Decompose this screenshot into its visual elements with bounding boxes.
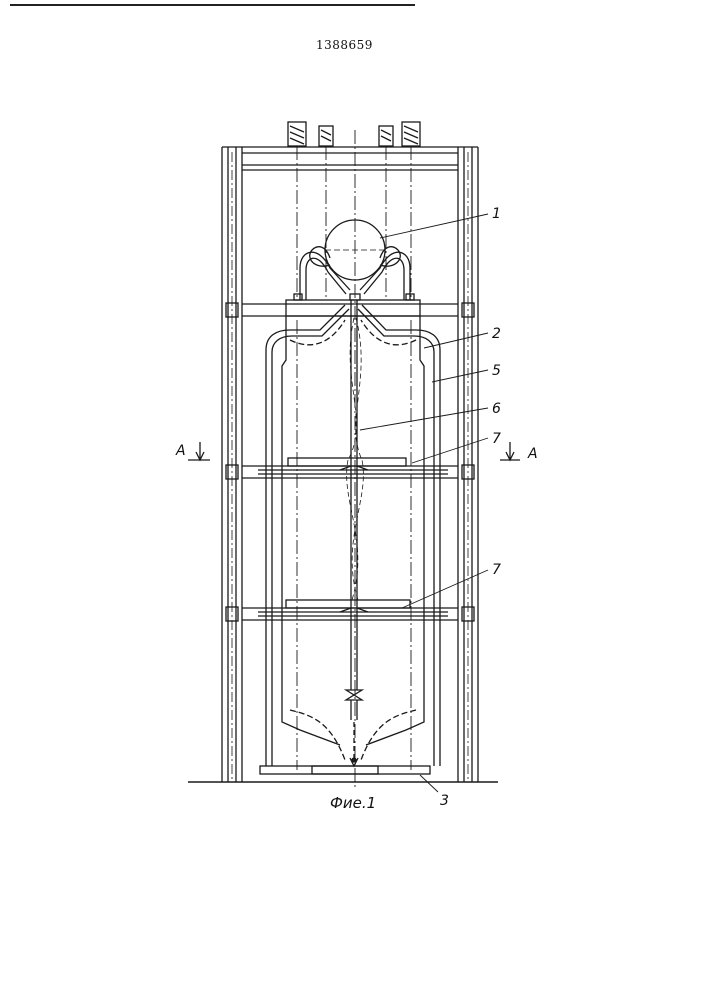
section-marker-left [188, 442, 210, 460]
callout-2: 2 [492, 326, 501, 342]
distributor-pipe-lower [258, 608, 448, 616]
section-marker-right [500, 442, 520, 460]
outer-pipes [266, 305, 440, 766]
central-pipe [346, 300, 363, 766]
middle-crossbeam [226, 458, 474, 479]
callout-1: 1 [492, 206, 501, 222]
top-beam [222, 147, 478, 170]
distributor-pipe-upper [258, 466, 448, 474]
suspension-lines [297, 130, 411, 790]
top-fittings [288, 122, 420, 146]
callout-3: 3 [440, 793, 449, 809]
section-label-right: A [527, 446, 538, 462]
callout-6: 6 [492, 401, 501, 417]
section-label-left: A [175, 443, 186, 459]
upper-crossbeam [226, 303, 474, 317]
callout-5: 5 [492, 363, 501, 379]
figure-caption: Фие.1 [330, 794, 376, 812]
lower-crossbeam [226, 600, 474, 621]
callout-7-upper: 7 [492, 431, 501, 447]
base-plate [260, 766, 430, 774]
callout-7-lower: 7 [492, 562, 501, 578]
